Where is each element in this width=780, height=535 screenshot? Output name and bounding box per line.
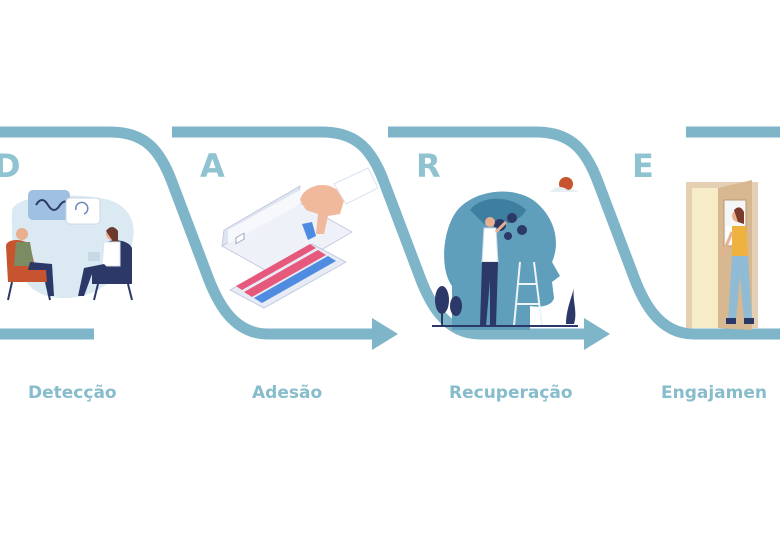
flow-arrowheads [372, 318, 610, 350]
stage-letter-a: A [200, 147, 225, 185]
stage-letter-r: R [416, 147, 441, 185]
stage-label-engajamento: Engajamen [661, 383, 768, 403]
arrowhead-2 [584, 318, 610, 350]
stage-letter-e: E [632, 147, 654, 185]
stage-label-deteccao: Detecção [28, 383, 117, 403]
stage-label-recuperacao: Recuperação [449, 383, 573, 403]
stage-label-adesao: Adesão [252, 383, 323, 403]
illustration-therapy-session [6, 190, 134, 301]
illustration-door-engagement [686, 180, 758, 330]
illustration-recovery-head [432, 177, 578, 330]
arrowhead-1 [372, 318, 398, 350]
illustration-pill-organizer [220, 167, 379, 309]
stage-letter-d: D [0, 147, 21, 185]
